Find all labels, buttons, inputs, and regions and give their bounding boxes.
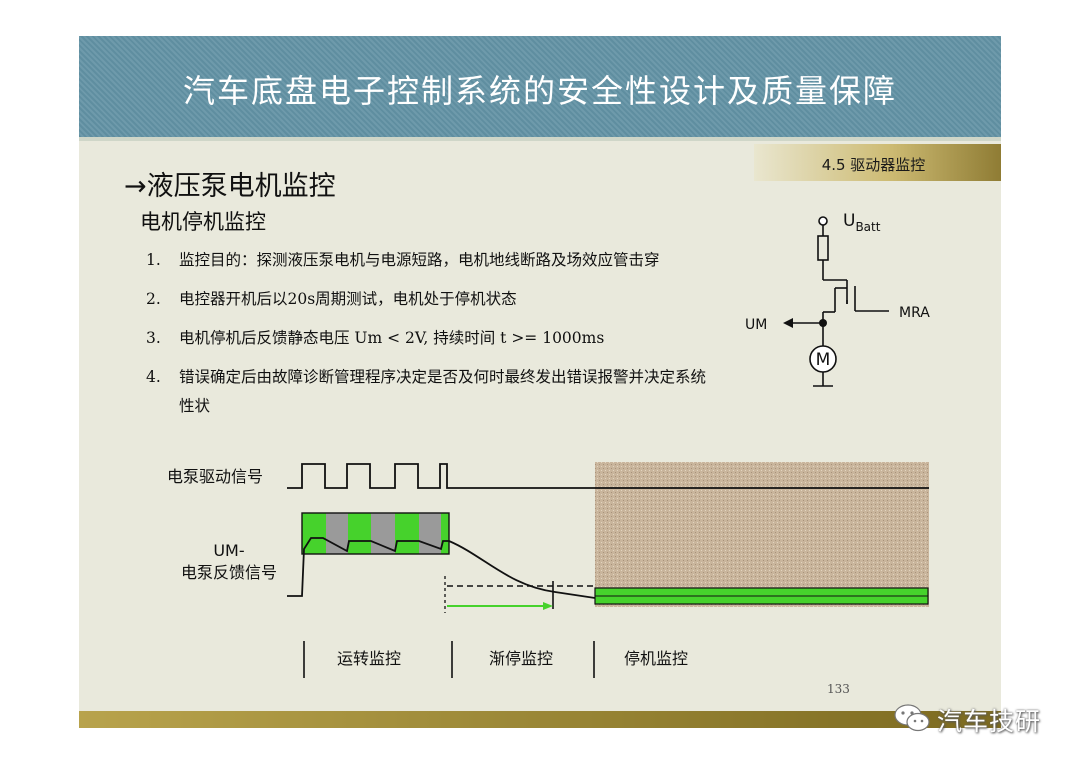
arrow-right-icon	[543, 602, 553, 610]
phase-label-running: 运转监控	[337, 649, 401, 668]
main-heading: →液压泵电机监控	[124, 171, 336, 202]
junction-node	[819, 319, 827, 327]
motor-icon	[809, 345, 837, 373]
ubatt-main: U	[843, 211, 855, 231]
page-number: 133	[827, 682, 850, 696]
list-item-number: 1.	[146, 251, 161, 269]
list-item-number: 2.	[146, 290, 161, 308]
list-item: 1. 监控目的：探测液压泵电机与电源短路，电机地线断路及场效应管击穿	[146, 246, 706, 275]
arrow-left-icon	[783, 318, 793, 328]
list-item-text: 监控目的：探测液压泵电机与电源短路，电机地线断路及场效应管击穿	[179, 251, 660, 269]
watermark-text: 汽车技研	[937, 707, 1042, 736]
list-item: 2. 电控器开机后以20s周期测试，电机处于停机状态	[146, 285, 706, 314]
feedback-signal-label-2: 电泵反馈信号	[181, 563, 277, 582]
feedback-signal-wave	[287, 537, 596, 599]
header-divider	[79, 137, 1001, 141]
footer-bar	[79, 711, 1001, 728]
ubatt-label: UBatt	[843, 211, 881, 234]
list-item: 3. 电机停机后反馈静态电压 Um < 2V, 持续时间 t >= 1000ms	[146, 324, 706, 353]
section-tag-label: 4.5 驱动器监控	[821, 156, 926, 174]
list-item: 4. 错误确定后由故障诊断管理程序决定是否及何时最终发出错误报警并决定系统性状	[146, 363, 706, 421]
list-item-number: 3.	[146, 329, 161, 347]
diagram-canvas: M UBatt MRA UM 电泵驱动信号 UM- 电泵反馈信号	[167, 211, 930, 678]
slide-title: 汽车底盘电子控制系统的安全性设计及质量保障	[182, 72, 897, 110]
slide: 汽车底盘电子控制系统的安全性设计及质量保障 4.5 驱动器监控 →液压泵电机监控…	[79, 36, 1001, 728]
ubatt-sub: Batt	[855, 220, 880, 234]
list-item-text: 电机停机后反馈静态电压 Um < 2V, 持续时间 t >= 1000ms	[179, 329, 605, 347]
running-band	[301, 512, 450, 555]
monitoring-list: 1. 监控目的：探测液压泵电机与电源短路，电机地线断路及场效应管击穿 2. 电控…	[146, 246, 706, 431]
drive-signal-label: 电泵驱动信号	[167, 467, 263, 486]
feedback-signal-label-1: UM-	[213, 541, 244, 560]
mra-label: MRA	[899, 305, 930, 321]
watermark: 汽车技研	[893, 700, 1053, 736]
circuit-diagram	[791, 216, 889, 387]
list-item-number: 4.	[146, 368, 161, 386]
drive-signal-wave	[287, 463, 929, 489]
section-tag: 4.5 驱动器监控	[754, 144, 1001, 181]
battery-terminal-icon	[818, 216, 828, 226]
um-label: UM	[745, 317, 767, 333]
motor-label: M	[816, 350, 831, 370]
list-item-text: 错误确定后由故障诊断管理程序决定是否及何时最终发出错误报警并决定系统性状	[179, 368, 707, 415]
phase-label-coasting: 渐停监控	[489, 649, 553, 668]
sub-heading: 电机停机监控	[140, 210, 266, 234]
resistor-icon	[817, 235, 829, 261]
list-item-text: 电控器开机后以20s周期测试，电机处于停机状态	[179, 290, 517, 308]
wechat-icon	[894, 704, 930, 732]
phase-label-stopped: 停机监控	[624, 649, 688, 668]
header-banner: 汽车底盘电子控制系统的安全性设计及质量保障	[79, 36, 1001, 137]
stop-monitor-region	[595, 462, 929, 607]
